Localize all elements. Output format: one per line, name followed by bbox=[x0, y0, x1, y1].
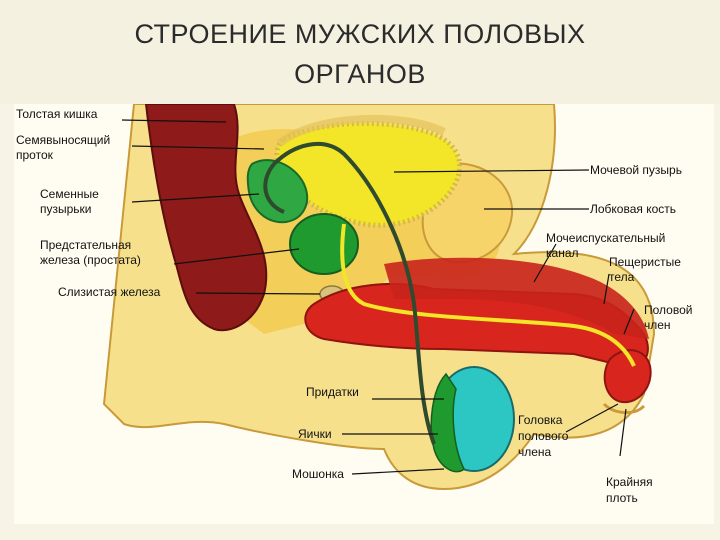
label-glans-3: члена bbox=[518, 445, 552, 459]
slide-title: СТРОЕНИЕ МУЖСКИХ ПОЛОВЫХ ОРГАНОВ bbox=[0, 0, 720, 104]
label-scrotum: Мошонка bbox=[292, 467, 344, 481]
label-cavernous-1: Пещеристые bbox=[609, 255, 681, 269]
label-urethra-1: Мочеиспускательный bbox=[546, 231, 665, 245]
title-line-2: ОРГАНОВ bbox=[0, 54, 720, 94]
label-bladder: Мочевой пузырь bbox=[590, 163, 682, 177]
label-foreskin-2: плоть bbox=[606, 491, 638, 505]
label-glans-2: полового bbox=[518, 429, 569, 443]
label-penis-1: Половой bbox=[644, 303, 692, 317]
label-vesicles-2: пузырьки bbox=[40, 202, 92, 216]
label-vas-1: Семявыносящий bbox=[16, 133, 110, 147]
label-urethra-2: канал bbox=[546, 246, 579, 260]
anatomy-diagram: Толстая кишка Семявыносящий проток Семен… bbox=[14, 104, 714, 524]
label-mucous: Слизистая железа bbox=[58, 285, 161, 299]
label-epididymis: Придатки bbox=[306, 385, 359, 399]
label-pubic: Лобковая кость bbox=[590, 202, 676, 216]
prostate bbox=[290, 214, 358, 274]
label-vas-2: проток bbox=[16, 148, 54, 162]
label-vesicles-1: Семенные bbox=[40, 187, 99, 201]
label-testes: Яички bbox=[298, 427, 332, 441]
label-prostate-2: железа (простата) bbox=[40, 253, 141, 267]
label-foreskin-1: Крайняя bbox=[606, 475, 653, 489]
label-prostate-1: Предстательная bbox=[40, 238, 131, 252]
label-cavernous-2: тела bbox=[609, 270, 635, 284]
label-penis-2: член bbox=[644, 318, 671, 332]
label-glans-1: Головка bbox=[518, 413, 563, 427]
label-colon: Толстая кишка bbox=[16, 107, 98, 121]
title-line-1: СТРОЕНИЕ МУЖСКИХ ПОЛОВЫХ bbox=[0, 0, 720, 54]
